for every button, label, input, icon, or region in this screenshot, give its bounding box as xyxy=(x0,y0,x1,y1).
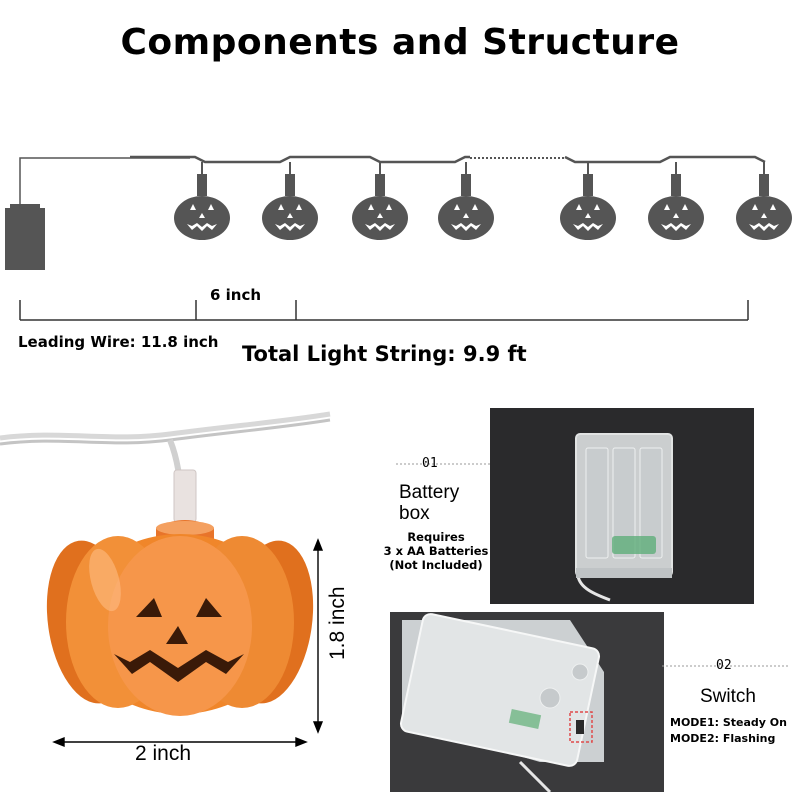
switch-title: Switch xyxy=(700,686,756,707)
battery-title: Battery box xyxy=(399,482,460,524)
battery-desc-line1: Requires xyxy=(407,530,465,544)
pumpkin-body xyxy=(46,534,314,716)
battery-callout-line xyxy=(396,463,490,465)
battery-box-photo xyxy=(490,408,754,604)
switch-callout-line xyxy=(662,665,788,667)
light-string-diagram xyxy=(5,155,792,321)
height-label: 1.8 inch xyxy=(326,586,349,660)
height-dimension: 1.8 inch xyxy=(318,560,358,760)
battery-description: Requires 3 x AA Batteries (Not Included) xyxy=(380,530,492,572)
battery-step-number: 01 xyxy=(422,456,438,471)
width-label: 2 inch xyxy=(135,742,192,765)
switch-step-number: 02 xyxy=(716,658,732,673)
pumpkin-closeup xyxy=(0,411,331,748)
spacing-label: 6 inch xyxy=(210,286,262,304)
leading-wire xyxy=(19,157,190,209)
switch-mode1: MODE1: Steady On xyxy=(670,716,787,729)
switch-mode2: MODE2: Flashing xyxy=(670,732,776,745)
string-wire xyxy=(130,155,470,164)
leading-wire-label: Leading Wire: 11.8 inch xyxy=(18,333,219,351)
battery-desc-line2: 3 x AA Batteries xyxy=(383,544,489,558)
battery-box-silhouette xyxy=(5,208,45,270)
pumpkin-silhouettes xyxy=(174,162,792,240)
total-length-label: Total Light String: 9.9 ft xyxy=(242,342,527,366)
dimension-line xyxy=(19,300,749,321)
battery-desc-line3: (Not Included) xyxy=(389,558,483,572)
page-title: Components and Structure xyxy=(120,22,680,63)
pumpkin-face xyxy=(114,598,244,682)
switch-photo xyxy=(390,612,664,792)
